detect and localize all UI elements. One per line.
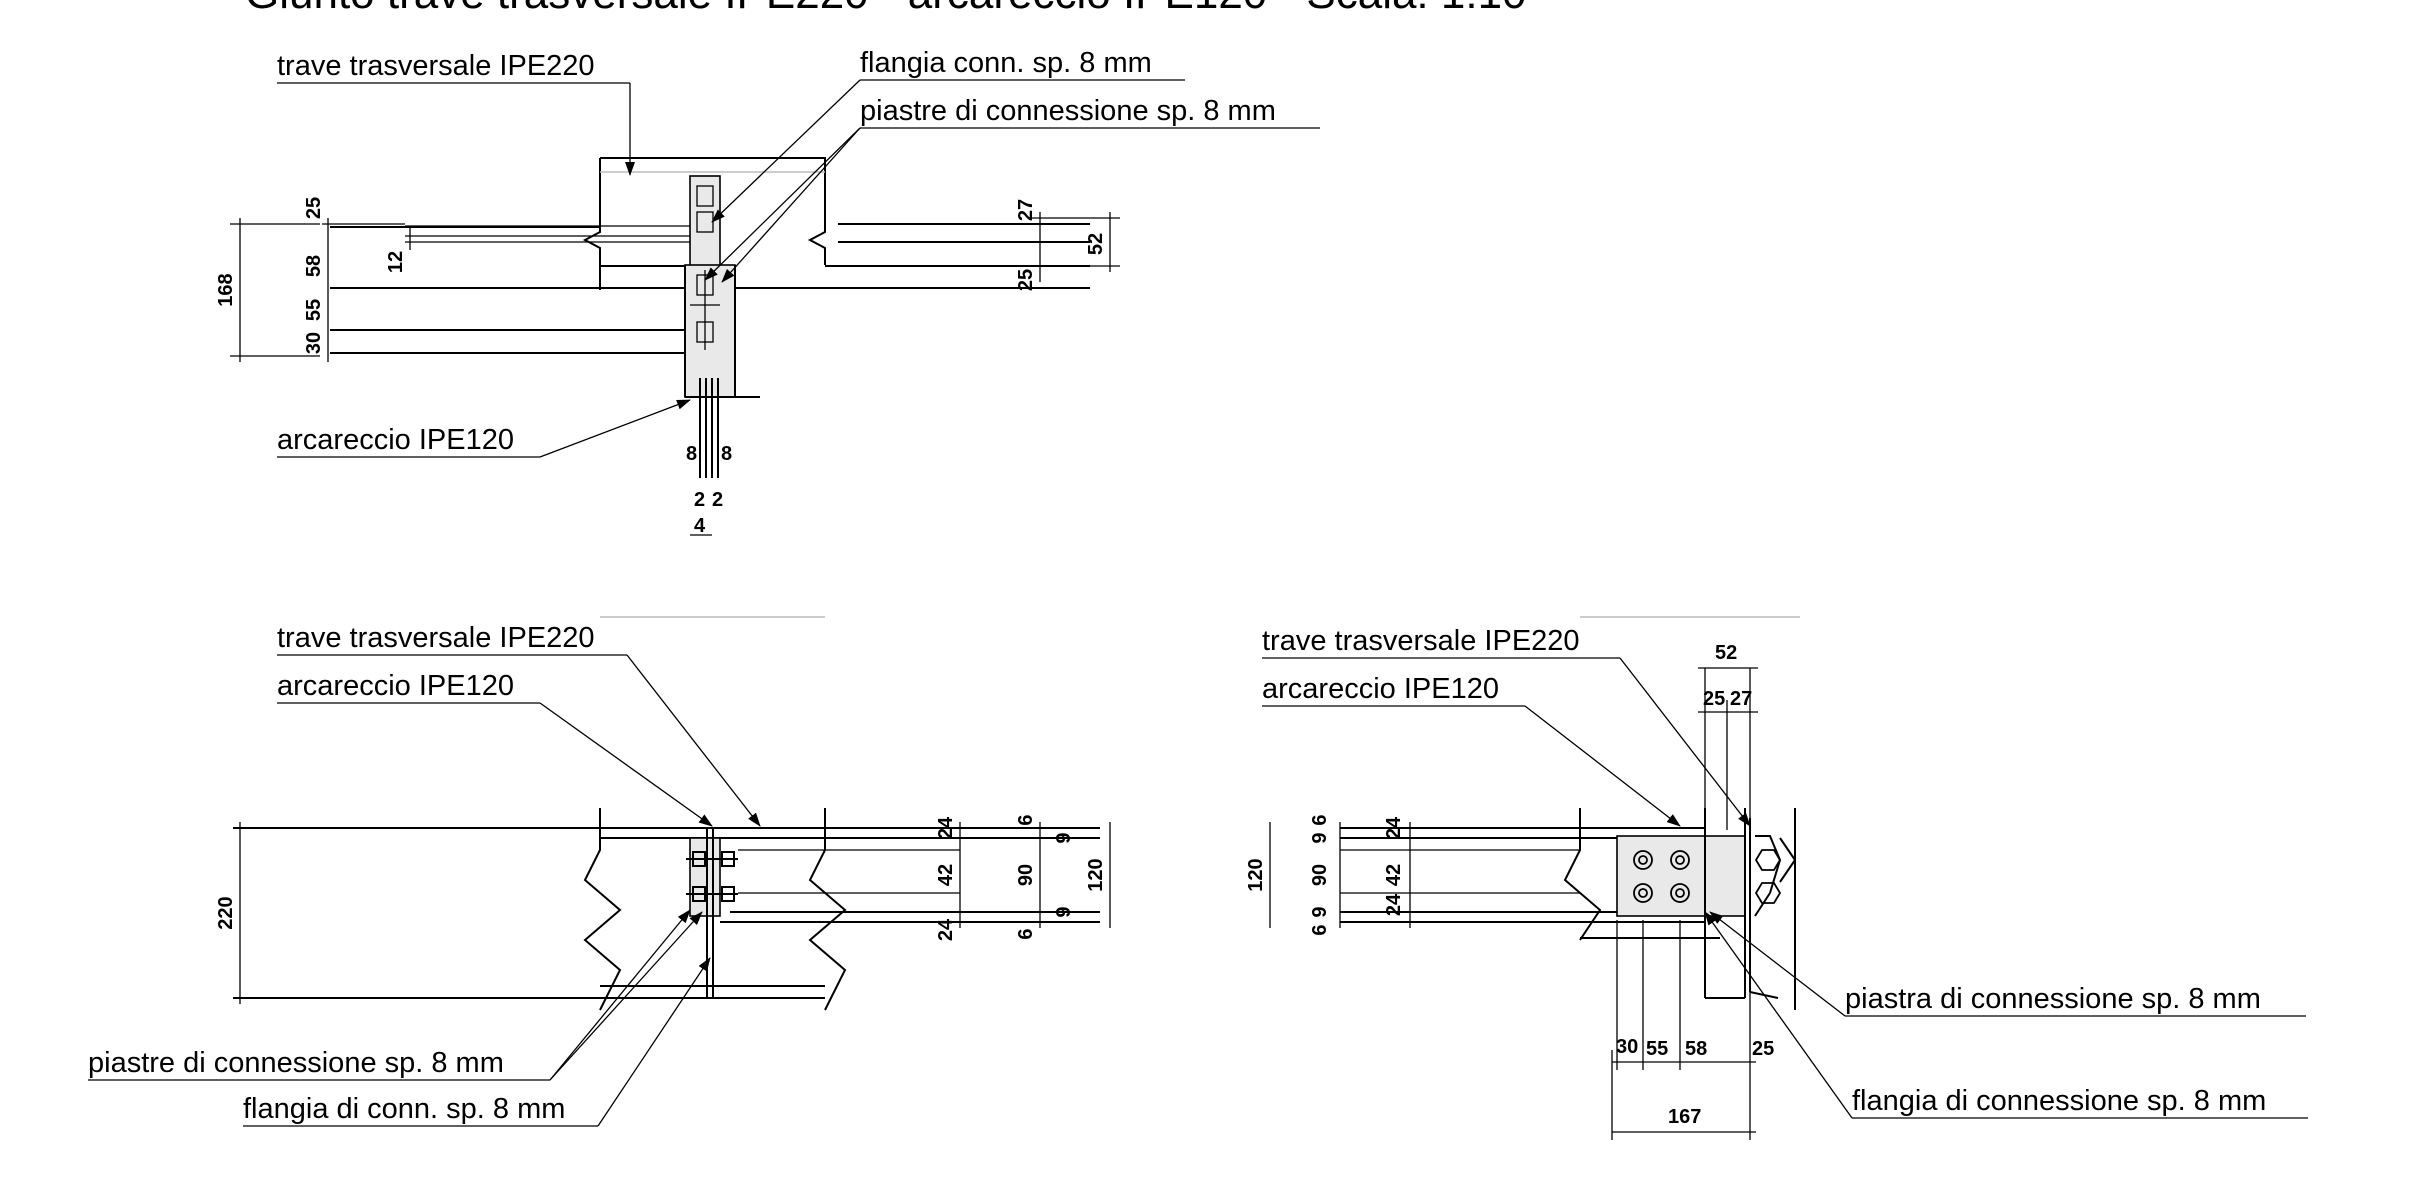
- plan-dim-8-left: 8: [686, 443, 697, 465]
- side-dim-9: 9: [1309, 832, 1331, 843]
- side-dim-25-bottom: 25: [1752, 1038, 1774, 1060]
- side-dim-167: 167: [1668, 1106, 1701, 1128]
- plan-dim-52: 52: [1085, 233, 1107, 255]
- elev-dim-90: 90: [1015, 864, 1037, 886]
- plan-dim-25-right: 25: [1015, 269, 1037, 291]
- side-dim-52: 52: [1715, 642, 1737, 664]
- side-dim-9-bottom: 9: [1309, 906, 1331, 917]
- elev-dim-9-bottom: 9: [1053, 906, 1075, 917]
- elev-dim-120: 120: [1085, 858, 1107, 891]
- plan-dim-8-right: 8: [721, 443, 732, 465]
- elevation-view: 220 24 42 24 6 90 6 9 9 120 trave trasve…: [88, 616, 1111, 1127]
- side-dim-58: 58: [1685, 1038, 1707, 1060]
- side-dim-90: 90: [1309, 864, 1331, 886]
- side-dim-30: 30: [1616, 1036, 1638, 1058]
- plan-dim-55: 55: [303, 299, 325, 321]
- side-dim-120: 120: [1245, 858, 1267, 891]
- plan-dim-168: 168: [215, 273, 237, 306]
- plan-view: 168 25 58 12 55 30 27 52 25 8 8 2 2 4 tr…: [215, 47, 1320, 537]
- plan-dim-27: 27: [1015, 199, 1037, 221]
- plan-dim-25: 25: [303, 197, 325, 219]
- plan-label-flange: flangia conn. sp. 8 mm: [860, 47, 1152, 79]
- elev-label-flange: flangia di conn. sp. 8 mm: [243, 1093, 565, 1125]
- side-dim-27: 27: [1730, 688, 1752, 710]
- elev-dim-6-bottom: 6: [1015, 928, 1037, 939]
- plan-dim-12: 12: [385, 251, 407, 273]
- elev-dim-24-bottom: 24: [935, 918, 957, 941]
- elev-label-purlin: arcareccio IPE120: [277, 670, 514, 702]
- side-dim-55: 55: [1646, 1038, 1668, 1060]
- elev-label-beam: trave trasversale IPE220: [277, 622, 595, 654]
- side-dim-42: 42: [1383, 864, 1405, 886]
- side-label-plate: piastra di connessione sp. 8 mm: [1845, 983, 2261, 1015]
- elev-dim-24-top: 24: [935, 816, 957, 839]
- side-dim-25: 25: [1703, 688, 1725, 710]
- plan-dim-30: 30: [303, 332, 325, 354]
- drawing-title: Giunto trave trasversale IPE220 - arcare…: [245, 0, 1527, 18]
- plan-label-plates: piastre di connessione sp. 8 mm: [860, 95, 1276, 127]
- elev-dim-9-top: 9: [1053, 832, 1075, 843]
- side-dim-24-bottom: 24: [1383, 893, 1405, 916]
- elev-dim-220: 220: [215, 896, 237, 929]
- plan-dim-58: 58: [303, 255, 325, 277]
- plan-dim-2-right: 2: [712, 489, 723, 511]
- plan-dim-2-left: 2: [694, 489, 705, 511]
- side-label-beam: trave trasversale IPE220: [1262, 625, 1580, 657]
- plan-label-purlin: arcareccio IPE120: [277, 424, 514, 456]
- side-dim-6: 6: [1309, 814, 1331, 825]
- side-view: 52 25 27 120 9 6 90 24 42 9 6 24 30 55 5…: [1245, 616, 2308, 1140]
- elev-dim-42: 42: [935, 864, 957, 886]
- side-label-flange: flangia di connessione sp. 8 mm: [1852, 1085, 2266, 1117]
- side-label-purlin: arcareccio IPE120: [1262, 673, 1499, 705]
- side-dim-6-bottom: 6: [1309, 924, 1331, 935]
- plan-dim-4: 4: [694, 515, 706, 537]
- elev-dim-6-top: 6: [1015, 814, 1037, 825]
- elev-label-plates: piastre di connessione sp. 8 mm: [88, 1047, 504, 1079]
- plan-label-beam: trave trasversale IPE220: [277, 50, 595, 82]
- side-dim-24: 24: [1383, 816, 1405, 839]
